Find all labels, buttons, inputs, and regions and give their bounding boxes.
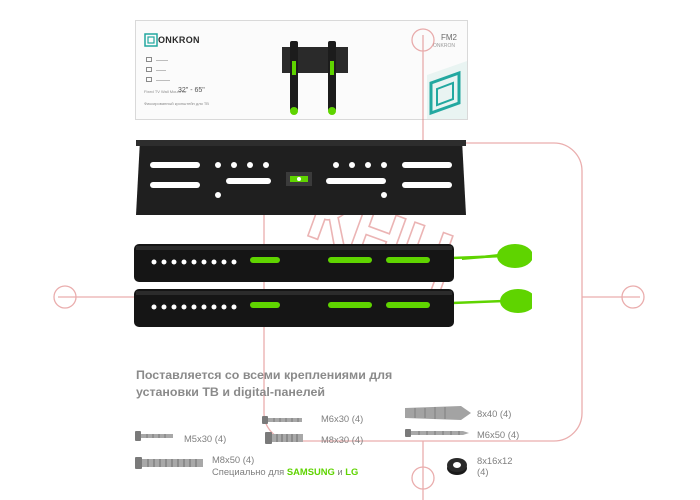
mounting-rail-bottom — [134, 289, 532, 327]
screw-m6x30-top — [262, 416, 302, 424]
product-package-banner: ONKRON FM2 ONKRON Fixed TV Wall Mount fo… — [135, 20, 468, 120]
label-m5x30: M5x30 (4) — [184, 433, 227, 444]
screw-m5x30 — [135, 431, 173, 441]
label-m6x50: M6x50 (4) — [477, 429, 520, 440]
label-m6x30-top: M6x30 (4) — [321, 413, 364, 424]
spec-icon — [146, 77, 152, 82]
wall-plate — [136, 140, 466, 215]
wall-anchor-8x40 — [405, 406, 471, 420]
spec-icon — [146, 57, 152, 62]
package-model: FM2 — [441, 33, 457, 42]
special-and: и — [337, 466, 343, 477]
package-fits-text: Фиксированный кронштейн для ТВ — [144, 101, 209, 106]
label-m8x50: M8x50 (4) — [212, 454, 255, 465]
headline: Поставляется со всеми креплениями для ус… — [136, 367, 396, 401]
label-spacer-size: 8x16x12 — [477, 455, 513, 466]
label-m8x30: M8x30 (4) — [321, 434, 364, 445]
onkron-logo-icon — [144, 33, 158, 47]
lag-screw-m6x50 — [405, 429, 469, 437]
label-anchor-8x40: 8x40 (4) — [477, 408, 512, 419]
brand-samsung: SAMSUNG — [286, 466, 335, 477]
brand-name: ONKRON — [158, 35, 200, 45]
brand-lg: LG — [345, 466, 359, 477]
package-model-sub: ONKRON — [433, 43, 455, 49]
screw-m8x30 — [265, 432, 303, 444]
label-spacer-count: (4) — [477, 466, 489, 477]
spec-line — [156, 60, 168, 61]
package-size-prefix: Fixed TV Wall Mount for — [144, 89, 187, 94]
spec-icon — [146, 67, 152, 72]
label-special-for: Специально для SAMSUNG и LG — [212, 466, 358, 477]
headline-line-1: Поставляется со всеми креплениями для — [136, 368, 393, 382]
mounting-rail-top — [134, 244, 532, 282]
spec-line — [156, 80, 170, 81]
package-corner-graphic — [427, 61, 467, 119]
headline-line-2: установки ТВ и digital-панелей — [136, 385, 325, 399]
spec-line — [156, 70, 166, 71]
package-mount-image — [282, 41, 348, 115]
spacer-8x16x12 — [447, 458, 467, 475]
package-size-range: 32" - 65" — [178, 87, 205, 94]
screw-m8x50 — [135, 457, 203, 469]
special-prefix: Специально для — [212, 466, 285, 477]
